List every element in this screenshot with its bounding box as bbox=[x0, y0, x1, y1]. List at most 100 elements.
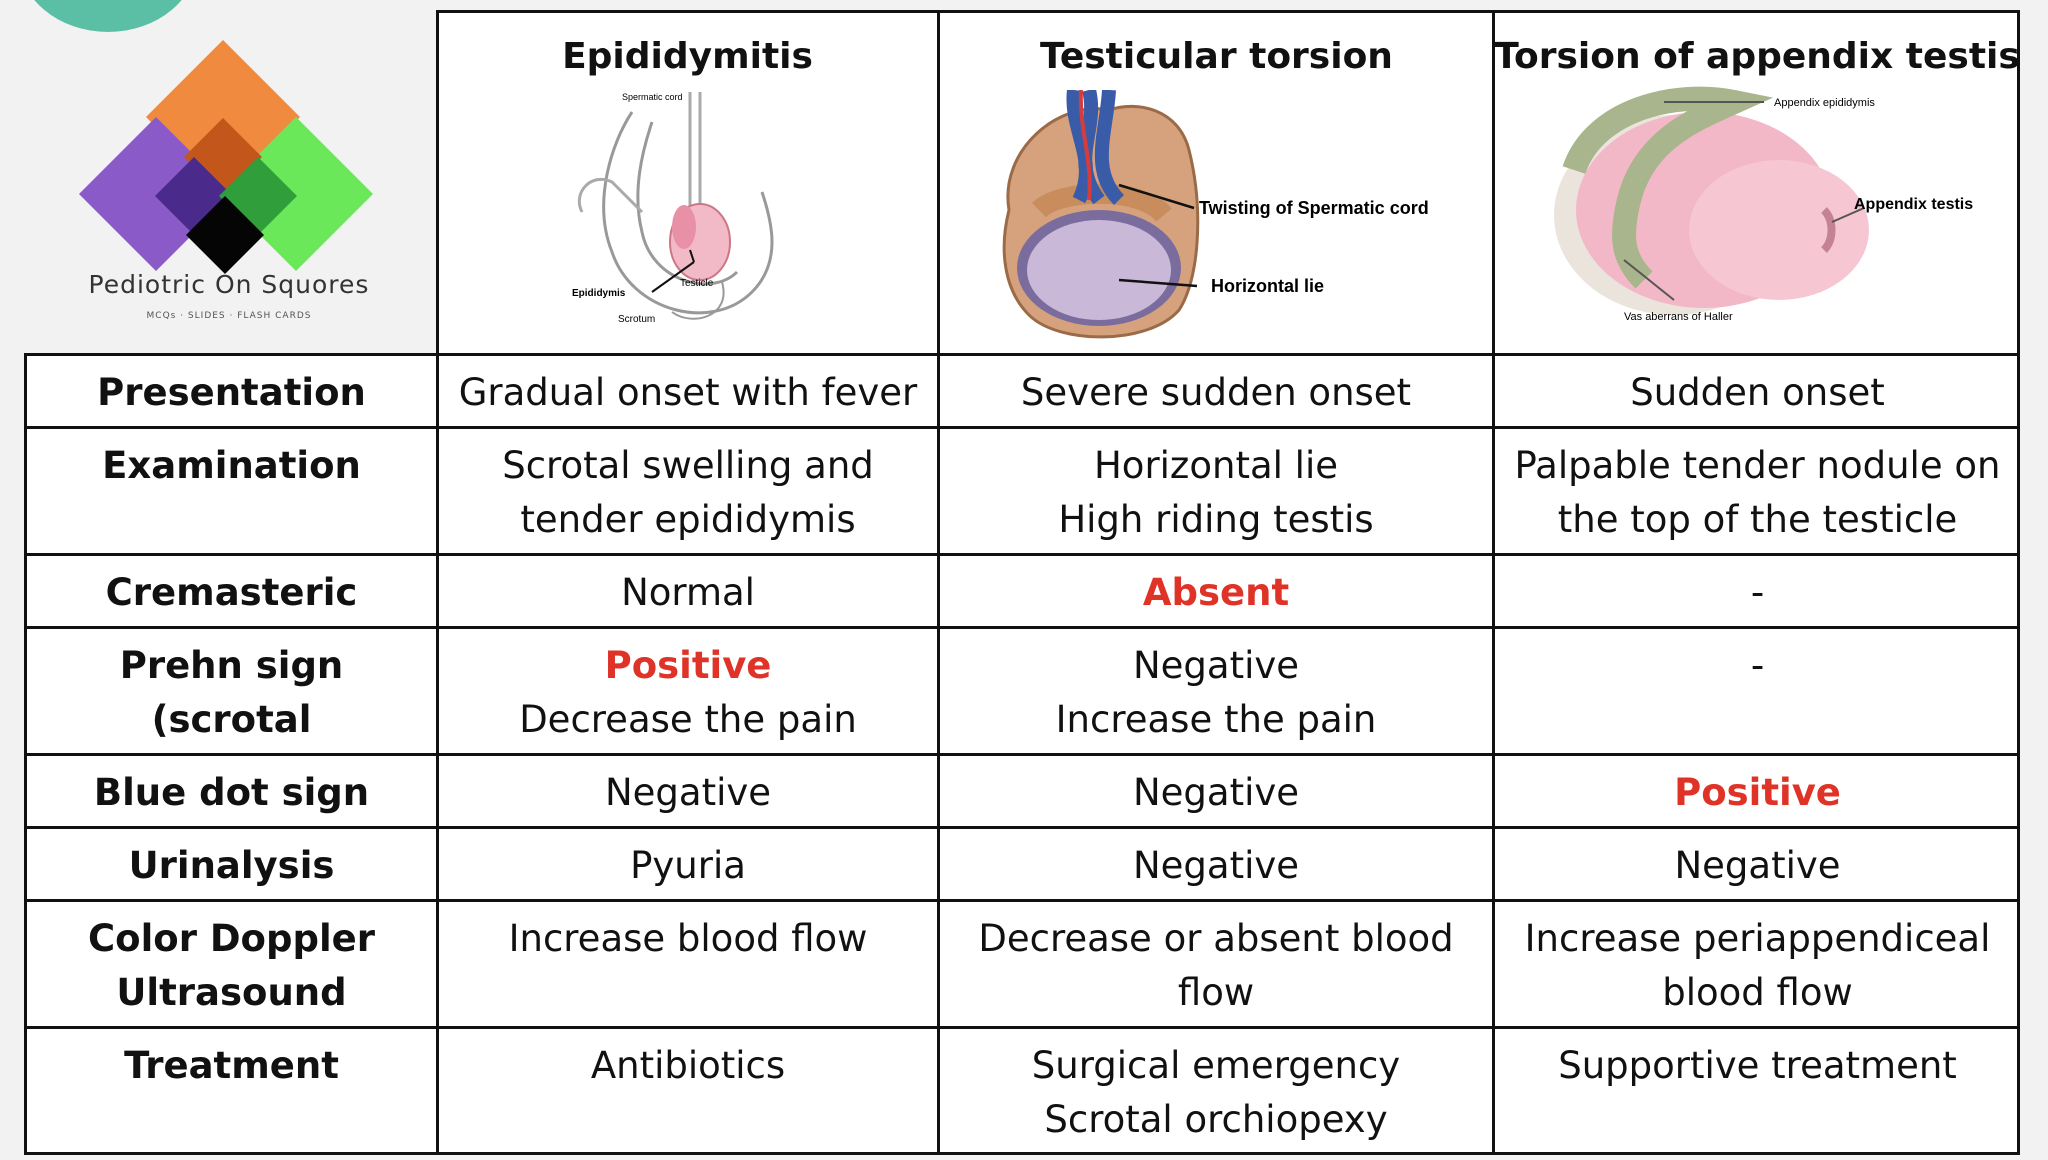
cell-value: Negative bbox=[1132, 771, 1300, 814]
grid-line bbox=[937, 10, 940, 1154]
grid-line bbox=[24, 1152, 2020, 1155]
cell-value: Decrease or absent blood flow bbox=[978, 917, 1454, 1014]
row-label: Treatment bbox=[124, 1044, 339, 1087]
epididymitis-diagram: Spermatic cord Testicle Epididymis Scrot… bbox=[572, 92, 774, 325]
grid-line bbox=[24, 899, 2020, 902]
table-cell: Sudden onset bbox=[1495, 356, 2020, 426]
grid-line bbox=[24, 826, 2020, 829]
row-label-cell: Cremasteric reflex bbox=[27, 556, 436, 668]
cell-value: Increase blood flow bbox=[508, 917, 868, 960]
cell-value: Negative bbox=[604, 771, 772, 814]
label-spermatic-cord: Spermatic cord bbox=[622, 92, 683, 102]
cell-value: Negative bbox=[1132, 644, 1300, 687]
table-cell: Negative bbox=[940, 756, 1492, 826]
cell-value: Scrotal orchiopexy bbox=[1044, 1098, 1388, 1141]
label-testicle: Testicle bbox=[680, 278, 714, 289]
grid-line bbox=[24, 1026, 2020, 1029]
row-label-cell: Color Doppler Ultrasound bbox=[27, 902, 436, 1026]
table-cell: Antibiotics bbox=[439, 1029, 937, 1153]
grid-line bbox=[24, 426, 2020, 429]
table-cell: - bbox=[1495, 629, 2020, 753]
cell-value: Increase periappendiceal blood flow bbox=[1524, 917, 1991, 1014]
table-cell: Positive bbox=[1495, 756, 2020, 826]
row-label-cell: Urinalysis bbox=[27, 829, 436, 899]
cell-value: Decrease the pain bbox=[519, 698, 857, 741]
cell-value: - bbox=[1750, 571, 1765, 614]
logo-subtitle: MCQs · SLIDES · FLASH CARDS bbox=[146, 311, 312, 321]
cell-value: Negative bbox=[1674, 844, 1841, 887]
table-cell: Normal bbox=[439, 556, 937, 626]
cell-value: Positive bbox=[1674, 771, 1841, 814]
header-appendix-torsion: Torsion of appendix testis Appendix epid… bbox=[1494, 12, 2020, 354]
grid-line bbox=[1492, 10, 1495, 1154]
column-header: Torsion of appendix testis bbox=[1494, 36, 2020, 77]
cell-value: Increase the pain bbox=[1055, 698, 1377, 741]
cell-value: Severe sudden onset bbox=[1020, 371, 1412, 414]
row-label: Color Doppler Ultrasound bbox=[88, 917, 375, 1014]
logo-icon bbox=[79, 40, 373, 274]
row-label-cell: Presentation bbox=[27, 356, 436, 426]
header-testicular-torsion: Testicular torsion Twisting of Spermatic… bbox=[939, 12, 1494, 354]
row-label-cell: Prehn sign (scrotal elevation) bbox=[27, 629, 436, 795]
testicular-torsion-diagram: Twisting of Spermatic cord Horizontal li… bbox=[1002, 90, 1429, 339]
grid-line bbox=[436, 10, 2020, 13]
label-twisting-cord: Twisting of Spermatic cord bbox=[1199, 198, 1429, 218]
cell-value: Scrotal swelling and tender epididymis bbox=[502, 444, 874, 541]
column-header: Epididymitis bbox=[562, 36, 813, 77]
table-cell: Decrease or absent blood flow bbox=[940, 902, 1492, 1026]
label-vas-aberrans: Vas aberrans of Haller bbox=[1624, 311, 1733, 323]
cell-value: High riding testis bbox=[1058, 498, 1374, 541]
table-cell: Gradual onset with fever bbox=[439, 356, 937, 426]
table-cell: Increase periappendiceal blood flow bbox=[1495, 902, 2020, 1026]
table-cell: Negative bbox=[940, 829, 1492, 899]
logo-title: Pediotric On Squores bbox=[88, 270, 370, 299]
label-horizontal-lie: Horizontal lie bbox=[1211, 276, 1324, 296]
row-label: Urinalysis bbox=[128, 844, 335, 887]
cell-value: - bbox=[1750, 644, 1765, 687]
row-label-cell: Blue dot sign bbox=[27, 756, 436, 826]
table-cell: Scrotal swelling and tender epididymis bbox=[439, 429, 937, 553]
row-label: Examination bbox=[102, 444, 361, 487]
cell-value: Pyuria bbox=[630, 844, 746, 887]
label-scrotum: Scrotum bbox=[618, 314, 655, 325]
appendix-testis-diagram: Appendix epididymis Appendix testis Vas … bbox=[1554, 86, 1973, 323]
table-cell: Negative bbox=[1495, 829, 2020, 899]
row-label-cell: Examination bbox=[27, 429, 436, 553]
cell-value: Negative bbox=[1132, 844, 1300, 887]
cell-value: Gradual onset with fever bbox=[458, 371, 918, 414]
grid-line bbox=[24, 626, 2020, 629]
cell-value: Antibiotics bbox=[590, 1044, 786, 1087]
cell-value: Supportive treatment bbox=[1558, 1044, 1957, 1087]
table-cell: Negative bbox=[439, 756, 937, 826]
column-header: Testicular torsion bbox=[1040, 36, 1393, 77]
decorative-circle bbox=[18, 0, 198, 32]
table-cell: Increase blood flow bbox=[439, 902, 937, 1026]
header-epididymitis: Epididymitis Spermatic cord Testicle Epi… bbox=[436, 12, 939, 354]
cell-value: Horizontal lie bbox=[1093, 444, 1338, 487]
cell-value: Palpable tender nodule on the top of the… bbox=[1514, 444, 2001, 541]
row-label: Presentation bbox=[97, 371, 366, 414]
label-epididymis: Epididymis bbox=[572, 288, 626, 299]
grid-line bbox=[2017, 10, 2020, 1154]
table-cell: - bbox=[1495, 556, 2020, 626]
table-cell: Palpable tender nodule on the top of the… bbox=[1495, 429, 2020, 553]
cell-value: Positive bbox=[604, 644, 772, 687]
cell-value: Surgical emergency bbox=[1031, 1044, 1401, 1087]
grid-line bbox=[24, 753, 2020, 756]
grid-line bbox=[24, 353, 2020, 356]
label-appendix-testis: Appendix testis bbox=[1854, 196, 1973, 213]
label-appendix-epididymis: Appendix epididymis bbox=[1774, 97, 1875, 109]
table-cell: Severe sudden onset bbox=[940, 356, 1492, 426]
table-cell: Pyuria bbox=[439, 829, 937, 899]
table-cell: Supportive treatment bbox=[1495, 1029, 2020, 1153]
cell-value: Absent bbox=[1142, 571, 1290, 614]
row-label-cell: Treatment bbox=[27, 1029, 436, 1153]
cell-value: Normal bbox=[621, 571, 755, 614]
grid-line bbox=[436, 10, 439, 1154]
row-label: Blue dot sign bbox=[93, 771, 370, 814]
cell-value: Sudden onset bbox=[1630, 371, 1885, 414]
